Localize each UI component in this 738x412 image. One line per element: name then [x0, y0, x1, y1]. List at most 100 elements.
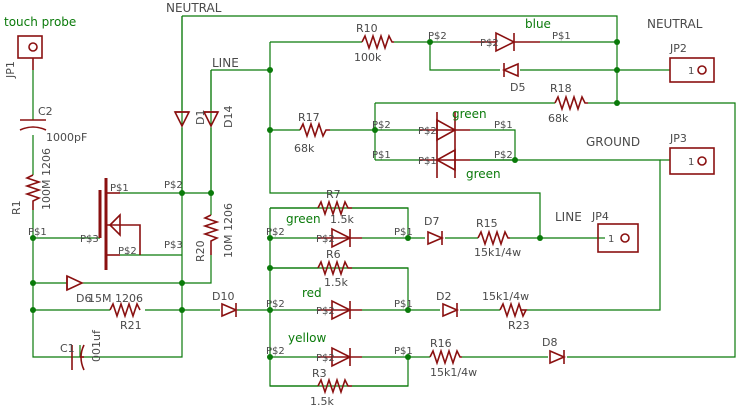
line-net-top: LINE [212, 56, 239, 70]
d7-label: D7 [424, 215, 439, 228]
resistor-r20-icon [202, 214, 220, 255]
r1-label: R1 [10, 200, 23, 215]
resistor-r1-icon [24, 174, 42, 210]
r18-label: R18 [550, 82, 572, 95]
pin-label: P$2 [316, 234, 335, 245]
r3-label: R3 [312, 367, 327, 380]
pin-label: P$1 [418, 156, 437, 167]
diode-d2-icon [442, 302, 460, 318]
led-blue-icon [470, 31, 540, 53]
pin-label: P$1 [494, 120, 513, 131]
jp2-label: JP2 [669, 42, 687, 55]
jp3-label: JP3 [669, 132, 687, 145]
neutral-net-right: NEUTRAL [647, 17, 703, 31]
r17-value: 68k [294, 142, 315, 155]
pin-label: P$3 [80, 234, 99, 245]
jp4-label: JP4 [591, 210, 609, 223]
pin-label: P$1 [394, 299, 413, 310]
pin-label: P$2 [372, 120, 391, 131]
r20-label: R20 [194, 240, 207, 262]
diode-d5-icon [501, 62, 519, 78]
pin-label: P$1 [394, 346, 413, 357]
yellow-led-label: yellow [288, 331, 326, 345]
r6-label: R6 [326, 248, 341, 261]
diode-d6-icon [66, 274, 84, 292]
resistor-r10-icon [361, 33, 394, 51]
diode-d1-icon [173, 111, 191, 128]
ground-net: GROUND [586, 135, 640, 149]
d5-label: D5 [510, 81, 525, 94]
pin-label: P$2 [316, 353, 335, 364]
jp3-header-icon [669, 147, 715, 175]
pin-label: P$2 [316, 306, 335, 317]
led-green-bicolor-icon [420, 112, 470, 178]
r10-label: R10 [356, 22, 378, 35]
d6-label: D6 [76, 292, 91, 305]
diode-d14-icon [202, 111, 220, 128]
r3-value: 1.5k [310, 395, 334, 408]
neutral-net-top: NEUTRAL [166, 1, 222, 15]
led-green-icon [318, 227, 362, 249]
touch-probe-label: touch probe [4, 15, 76, 29]
pin-label: P$3 [164, 240, 183, 251]
r23-value: 15k1/4w [482, 290, 529, 303]
resistor-r7-icon [317, 199, 352, 217]
resistor-r6-icon [317, 259, 352, 277]
jp4-header-icon [597, 223, 639, 253]
green-led-row-label: green [286, 212, 321, 226]
pin-label: P$1 [552, 31, 571, 42]
diode-d8-icon [549, 349, 567, 365]
pin-label: P$1 [372, 150, 391, 161]
pin-label: P$2 [480, 38, 499, 49]
jp2-header-icon [669, 57, 715, 83]
r7-value: 1.5k [330, 213, 354, 226]
r16-label: R16 [430, 337, 452, 350]
pin-label: P$2 [418, 126, 437, 137]
pin-label: P$2 [266, 227, 285, 238]
r18-value: 68k [548, 112, 569, 125]
resistor-r23-icon [499, 301, 528, 319]
pin-label: P$1 [110, 183, 129, 194]
jp1-label: JP1 [4, 61, 17, 79]
r6-value: 1.5k [324, 276, 348, 289]
r21-label: R21 [120, 319, 142, 332]
pin-label: P$2 [428, 31, 447, 42]
r1-value: 100M 1206 [40, 148, 53, 210]
led-yellow-icon [318, 346, 362, 368]
resistor-r17-icon [299, 121, 330, 139]
pin-label: P$2 [266, 299, 285, 310]
resistor-r15-icon [477, 229, 510, 247]
resistor-r16-icon [429, 348, 462, 366]
c2-value: 1000pF [46, 131, 87, 144]
d2-label: D2 [436, 290, 451, 303]
pin-label: P$2 [118, 246, 137, 257]
r15-value: 15k1/4w [474, 246, 521, 259]
junctions [30, 39, 620, 360]
blue-led-label: blue [525, 17, 551, 31]
green-led-label-a: green [452, 107, 487, 121]
d6-value: 15M 1206 [88, 292, 143, 305]
c2-label: C2 [38, 105, 53, 118]
pin-label: P$2 [494, 150, 513, 161]
led-red-icon [318, 299, 362, 321]
wires [32, 15, 736, 387]
d10-label: D10 [212, 290, 234, 303]
jp3-pin-number: 1 [688, 157, 694, 168]
pin-label: P$2 [164, 180, 183, 191]
pin-label: P$1 [394, 227, 413, 238]
pin-label: P$1 [28, 227, 47, 238]
jp4-pin-number: 1 [608, 234, 614, 245]
red-led-label: red [302, 286, 322, 300]
resistor-r18-icon [554, 94, 588, 112]
line-net-mid: LINE [555, 210, 582, 224]
green-led-label-b: green [466, 167, 501, 181]
c1-label: C1 [60, 342, 75, 355]
jp1-header-icon [17, 35, 43, 59]
d1-label: D1 [194, 110, 207, 125]
r15-label: R15 [476, 217, 498, 230]
r20-value: 10M 1206 [222, 203, 235, 258]
capacitor-c2-icon [19, 119, 47, 131]
parts [17, 31, 715, 395]
